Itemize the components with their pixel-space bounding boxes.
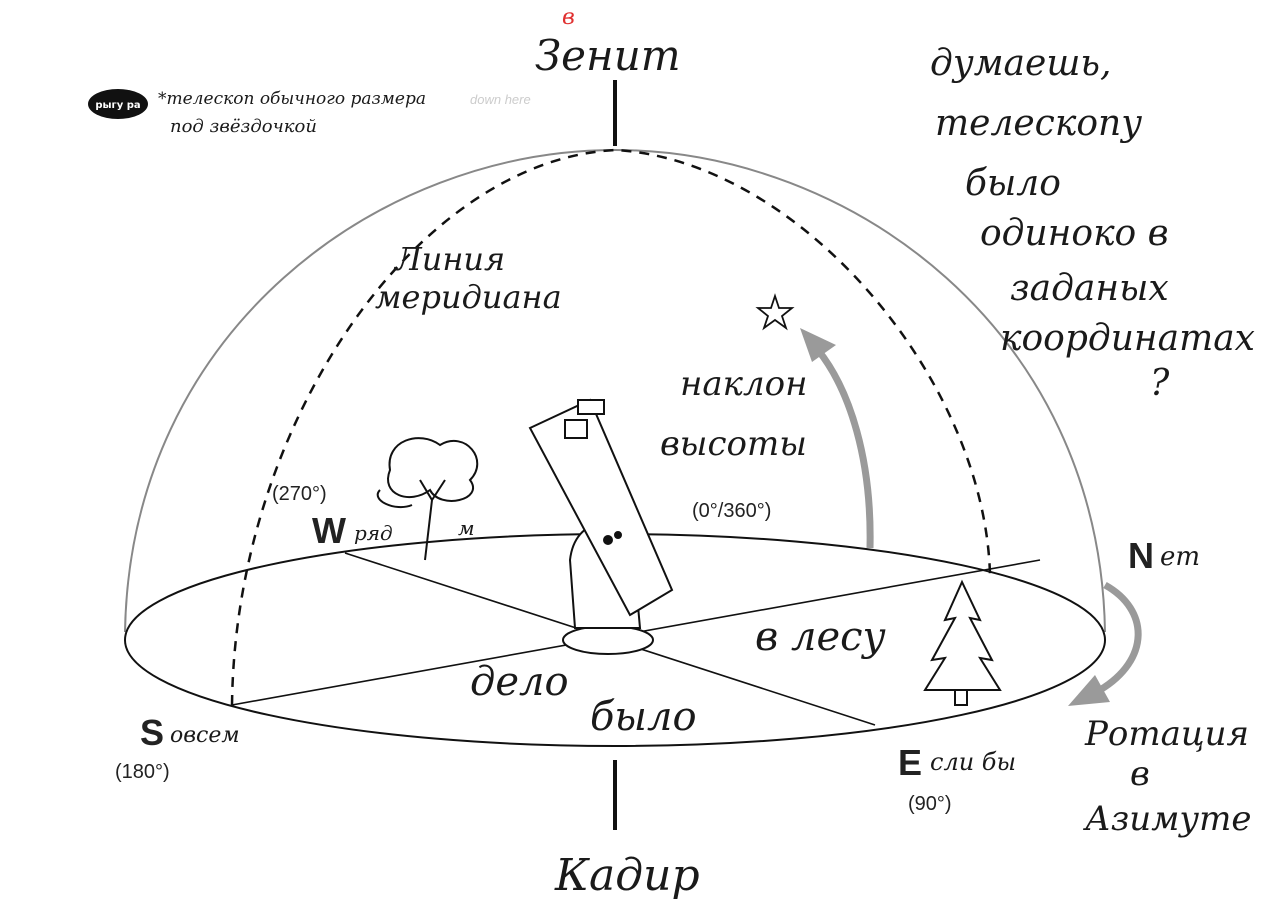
west-suffix: ряд — [354, 521, 393, 545]
west-degrees: (270°) — [272, 483, 327, 505]
footnote-badge — [88, 89, 148, 119]
north-suffix: ет — [1160, 542, 1200, 572]
altitude-arrow — [800, 328, 874, 549]
tree-icon — [376, 437, 479, 561]
svg-text:заданых: заданых — [1010, 268, 1169, 309]
pine-tree-icon — [923, 579, 1002, 706]
side-note: думаешь, телескопу было одиноко в заданы… — [930, 43, 1255, 404]
altitude-label-1: наклон — [680, 364, 807, 404]
south-degrees: (180°) — [115, 761, 170, 783]
footnote-badge-text: рыгу ра — [95, 100, 140, 111]
footnote-line1: *телескоп обычного размера — [158, 89, 426, 109]
meridian-label-1: Линия — [393, 240, 505, 278]
svg-text:координатах: координатах — [1000, 318, 1255, 359]
footnote-faded: down here — [470, 92, 531, 107]
azimuth-label-3: Азимуте — [1083, 799, 1251, 839]
svg-text:одиноко в: одиноко в — [980, 213, 1169, 254]
middle-label-2: было — [590, 694, 697, 740]
east-letter: E — [898, 742, 922, 783]
star-icon — [755, 293, 795, 331]
nadir-label: Кадир — [554, 850, 700, 901]
svg-text:было: было — [965, 163, 1061, 204]
west-extra: м — [458, 516, 475, 540]
middle-label-1: дело — [470, 659, 569, 705]
forest-label: в лесу — [755, 614, 887, 660]
east-degrees: (90°) — [908, 793, 952, 815]
south-letter: S — [140, 712, 164, 753]
zenith-correction: в — [562, 5, 575, 30]
south-suffix: овсем — [170, 723, 240, 748]
telescope-icon — [528, 398, 674, 655]
east-suffix: сли бы — [930, 748, 1016, 776]
zenith-label: Зенит — [535, 31, 681, 80]
meridian-label-2: меридиана — [375, 278, 562, 316]
svg-text:думаешь,: думаешь, — [930, 43, 1111, 84]
azimuth-label-1: Ротация — [1084, 714, 1249, 754]
svg-text:?: ? — [1150, 363, 1170, 404]
west-letter: W — [312, 510, 346, 551]
svg-text:телескопу: телескопу — [935, 103, 1142, 144]
azimuth-arrow — [1068, 581, 1142, 706]
dome-outline — [124, 148, 1106, 633]
azimuth-label-2: в — [1130, 754, 1150, 794]
meridian-line — [230, 148, 992, 706]
north-letter: N — [1128, 535, 1154, 576]
north-degrees: (0°/360°) — [692, 500, 771, 522]
altitude-label-2: высоты — [660, 424, 807, 464]
footnote-line2: под звёздочкой — [170, 116, 317, 137]
